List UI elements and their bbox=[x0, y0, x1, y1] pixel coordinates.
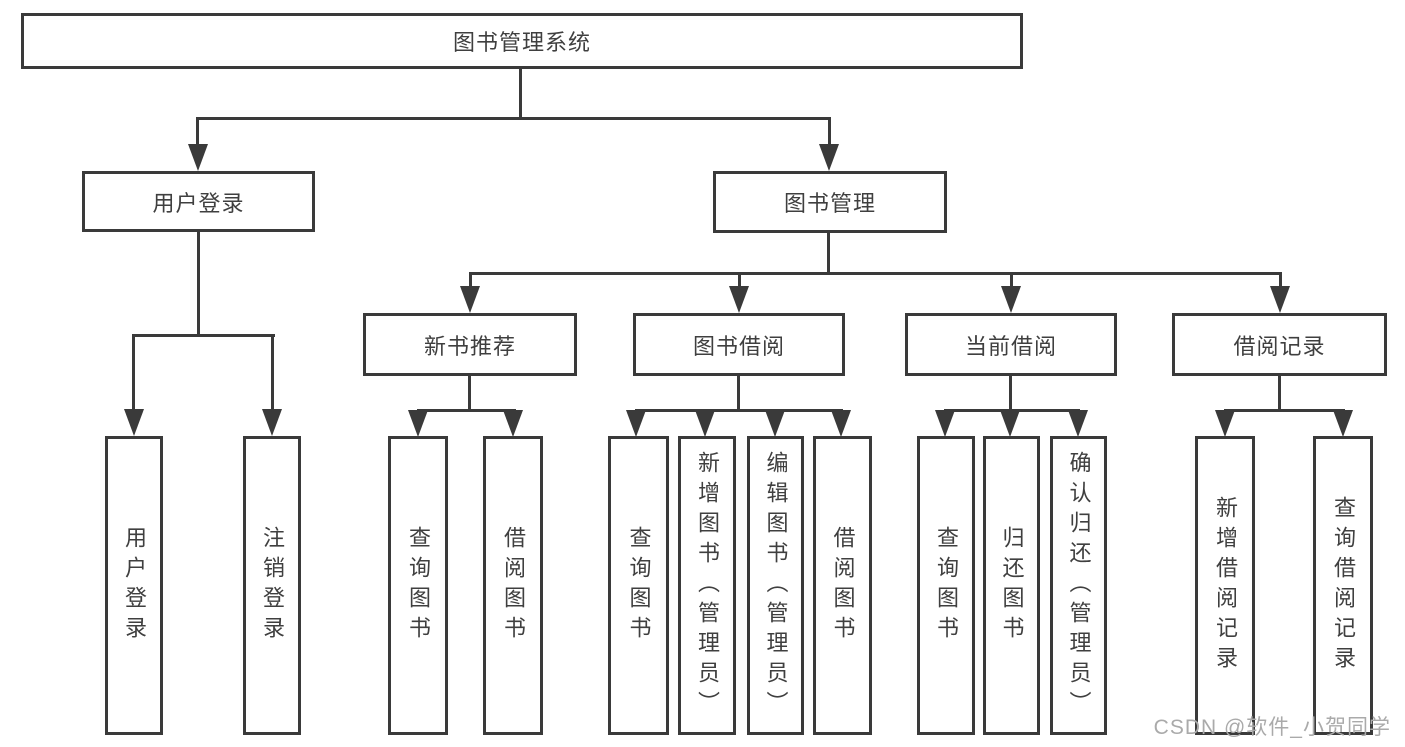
connector-line bbox=[469, 272, 472, 288]
connector-line bbox=[1279, 272, 1282, 288]
connector-line bbox=[271, 334, 274, 409]
connector-line bbox=[196, 117, 199, 147]
connector-line bbox=[635, 409, 843, 412]
leaf-query-borrow-record-label: 查询借阅记录 bbox=[1331, 495, 1356, 676]
arrow-down-icon bbox=[1000, 410, 1020, 437]
leaf-borrow-books-1: 借阅图书 bbox=[483, 436, 543, 735]
arrow-down-icon bbox=[765, 410, 785, 437]
node-borrow-records-label: 借阅记录 bbox=[1233, 333, 1326, 359]
leaf-query-books-2: 查询图书 bbox=[608, 436, 669, 735]
arrow-down-icon bbox=[124, 409, 144, 436]
watermark-text: CSDN @软件_小贺同学 bbox=[1153, 716, 1391, 739]
node-borrow-records: 借阅记录 bbox=[1172, 313, 1387, 376]
leaf-add-borrow-record: 新增借阅记录 bbox=[1195, 436, 1255, 735]
arrow-down-icon bbox=[1333, 410, 1353, 437]
connector-line bbox=[737, 376, 740, 412]
leaf-add-book-admin-label: 新增图书（管理员） bbox=[695, 450, 720, 721]
leaf-query-books-1-label: 查询图书 bbox=[406, 525, 431, 646]
connector-line bbox=[1010, 272, 1013, 288]
leaf-query-books-3: 查询图书 bbox=[917, 436, 975, 735]
leaf-borrow-books-1-label: 借阅图书 bbox=[501, 525, 526, 646]
node-root: 图书管理系统 bbox=[21, 13, 1023, 69]
connector-line bbox=[468, 376, 471, 412]
leaf-return-book: 归还图书 bbox=[983, 436, 1040, 735]
leaf-confirm-return-admin: 确认归还（管理员） bbox=[1050, 436, 1107, 735]
leaf-user-login: 用户登录 bbox=[105, 436, 163, 735]
connector-line bbox=[1224, 409, 1345, 412]
leaf-user-login-label: 用户登录 bbox=[122, 525, 147, 646]
node-root-label: 图书管理系统 bbox=[452, 30, 591, 55]
arrow-down-icon bbox=[1270, 286, 1290, 313]
node-current-borrow: 当前借阅 bbox=[905, 313, 1117, 376]
node-book-borrow-label: 图书借阅 bbox=[692, 333, 785, 359]
connector-line bbox=[738, 272, 741, 288]
connector-line bbox=[519, 67, 522, 120]
leaf-add-book-admin: 新增图书（管理员） bbox=[678, 436, 736, 735]
leaf-edit-book-admin: 编辑图书（管理员） bbox=[747, 436, 804, 735]
connector-line bbox=[197, 117, 831, 120]
connector-line bbox=[197, 232, 200, 337]
connector-line bbox=[417, 409, 516, 412]
connector-line bbox=[828, 117, 831, 147]
arrow-down-icon bbox=[1068, 410, 1088, 437]
node-book-borrow: 图书借阅 bbox=[633, 313, 845, 376]
node-new-book-recommend: 新书推荐 bbox=[363, 313, 577, 376]
arrow-down-icon bbox=[819, 144, 839, 171]
arrow-down-icon bbox=[935, 410, 955, 437]
arrow-down-icon bbox=[460, 286, 480, 313]
arrow-down-icon bbox=[262, 409, 282, 436]
arrow-down-icon bbox=[626, 410, 646, 437]
arrow-down-icon bbox=[503, 410, 523, 437]
arrow-down-icon bbox=[1001, 286, 1021, 313]
leaf-query-books-1: 查询图书 bbox=[388, 436, 448, 735]
arrow-down-icon bbox=[1215, 410, 1235, 437]
connector-line bbox=[1009, 376, 1012, 412]
arrow-down-icon bbox=[729, 286, 749, 313]
node-book-management-label: 图书管理 bbox=[783, 191, 876, 216]
node-user-login: 用户登录 bbox=[82, 171, 315, 232]
leaf-query-borrow-record: 查询借阅记录 bbox=[1313, 436, 1373, 735]
connector-line bbox=[827, 233, 830, 275]
arrow-down-icon bbox=[188, 144, 208, 171]
leaf-edit-book-admin-label: 编辑图书（管理员） bbox=[763, 450, 789, 721]
connector-line bbox=[469, 272, 1282, 275]
leaf-logout-label: 注销登录 bbox=[260, 525, 285, 646]
connector-line bbox=[132, 334, 275, 337]
node-current-borrow-label: 当前借阅 bbox=[964, 333, 1057, 359]
leaf-query-books-2-label: 查询图书 bbox=[626, 525, 652, 646]
node-new-book-recommend-label: 新书推荐 bbox=[423, 333, 516, 359]
leaf-return-book-label: 归还图书 bbox=[999, 525, 1025, 646]
leaf-query-books-3-label: 查询图书 bbox=[934, 525, 959, 646]
connector-line bbox=[1278, 376, 1281, 412]
arrow-down-icon bbox=[831, 410, 851, 437]
arrow-down-icon bbox=[408, 410, 428, 437]
leaf-confirm-return-admin-label: 确认归还（管理员） bbox=[1066, 450, 1092, 721]
connector-line bbox=[132, 334, 135, 409]
node-book-management: 图书管理 bbox=[713, 171, 947, 233]
leaf-borrow-books-2-label: 借阅图书 bbox=[830, 525, 856, 646]
leaf-logout: 注销登录 bbox=[243, 436, 301, 735]
leaf-borrow-books-2: 借阅图书 bbox=[813, 436, 872, 735]
arrow-down-icon bbox=[695, 410, 715, 437]
leaf-add-borrow-record-label: 新增借阅记录 bbox=[1213, 495, 1238, 676]
node-user-login-label: 用户登录 bbox=[152, 190, 245, 216]
